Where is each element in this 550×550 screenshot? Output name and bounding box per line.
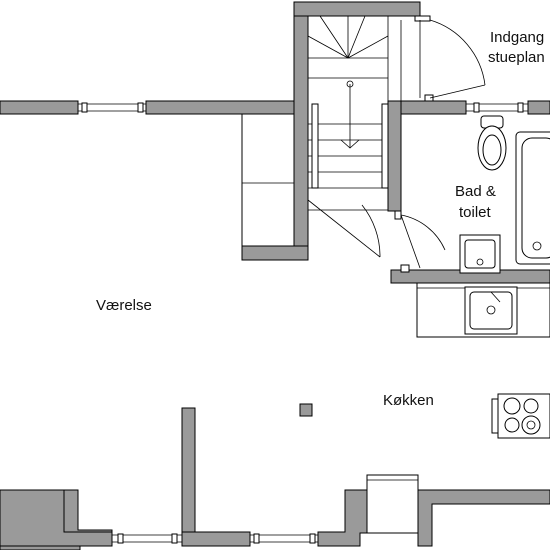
bottom-wall: [0, 489, 550, 550]
staircase: [307, 15, 389, 189]
top-wall-left: [0, 100, 295, 115]
bathtub-icon: [515, 131, 550, 265]
stove-icon: [491, 393, 550, 439]
bathroom-walls: [390, 100, 550, 284]
entrance-door: [400, 15, 486, 102]
staircase-walls: [293, 1, 421, 258]
bathroom-sink-icon: [459, 234, 501, 274]
bottom-windows: [112, 533, 318, 544]
kitchen-label: Køkken: [383, 392, 434, 409]
bathroom-window: [466, 102, 528, 113]
toilet-icon: [477, 115, 507, 171]
entrance-label-line1: Indgang: [490, 29, 544, 46]
staircase-door: [307, 199, 388, 258]
bathroom-label-line1: Bad &: [455, 183, 496, 200]
bathroom-door: [394, 210, 446, 273]
top-window-left: [78, 102, 146, 113]
entrance-label-line2: stueplan: [488, 49, 545, 66]
kitchen-sink-icon: [464, 286, 518, 335]
refrigerator-icon: [366, 474, 419, 534]
room-label: Værelse: [96, 297, 152, 314]
interior-partition: [181, 407, 196, 541]
column: [299, 403, 313, 417]
wardrobe: [241, 113, 309, 261]
bathroom-label-line2: toilet: [459, 204, 492, 221]
